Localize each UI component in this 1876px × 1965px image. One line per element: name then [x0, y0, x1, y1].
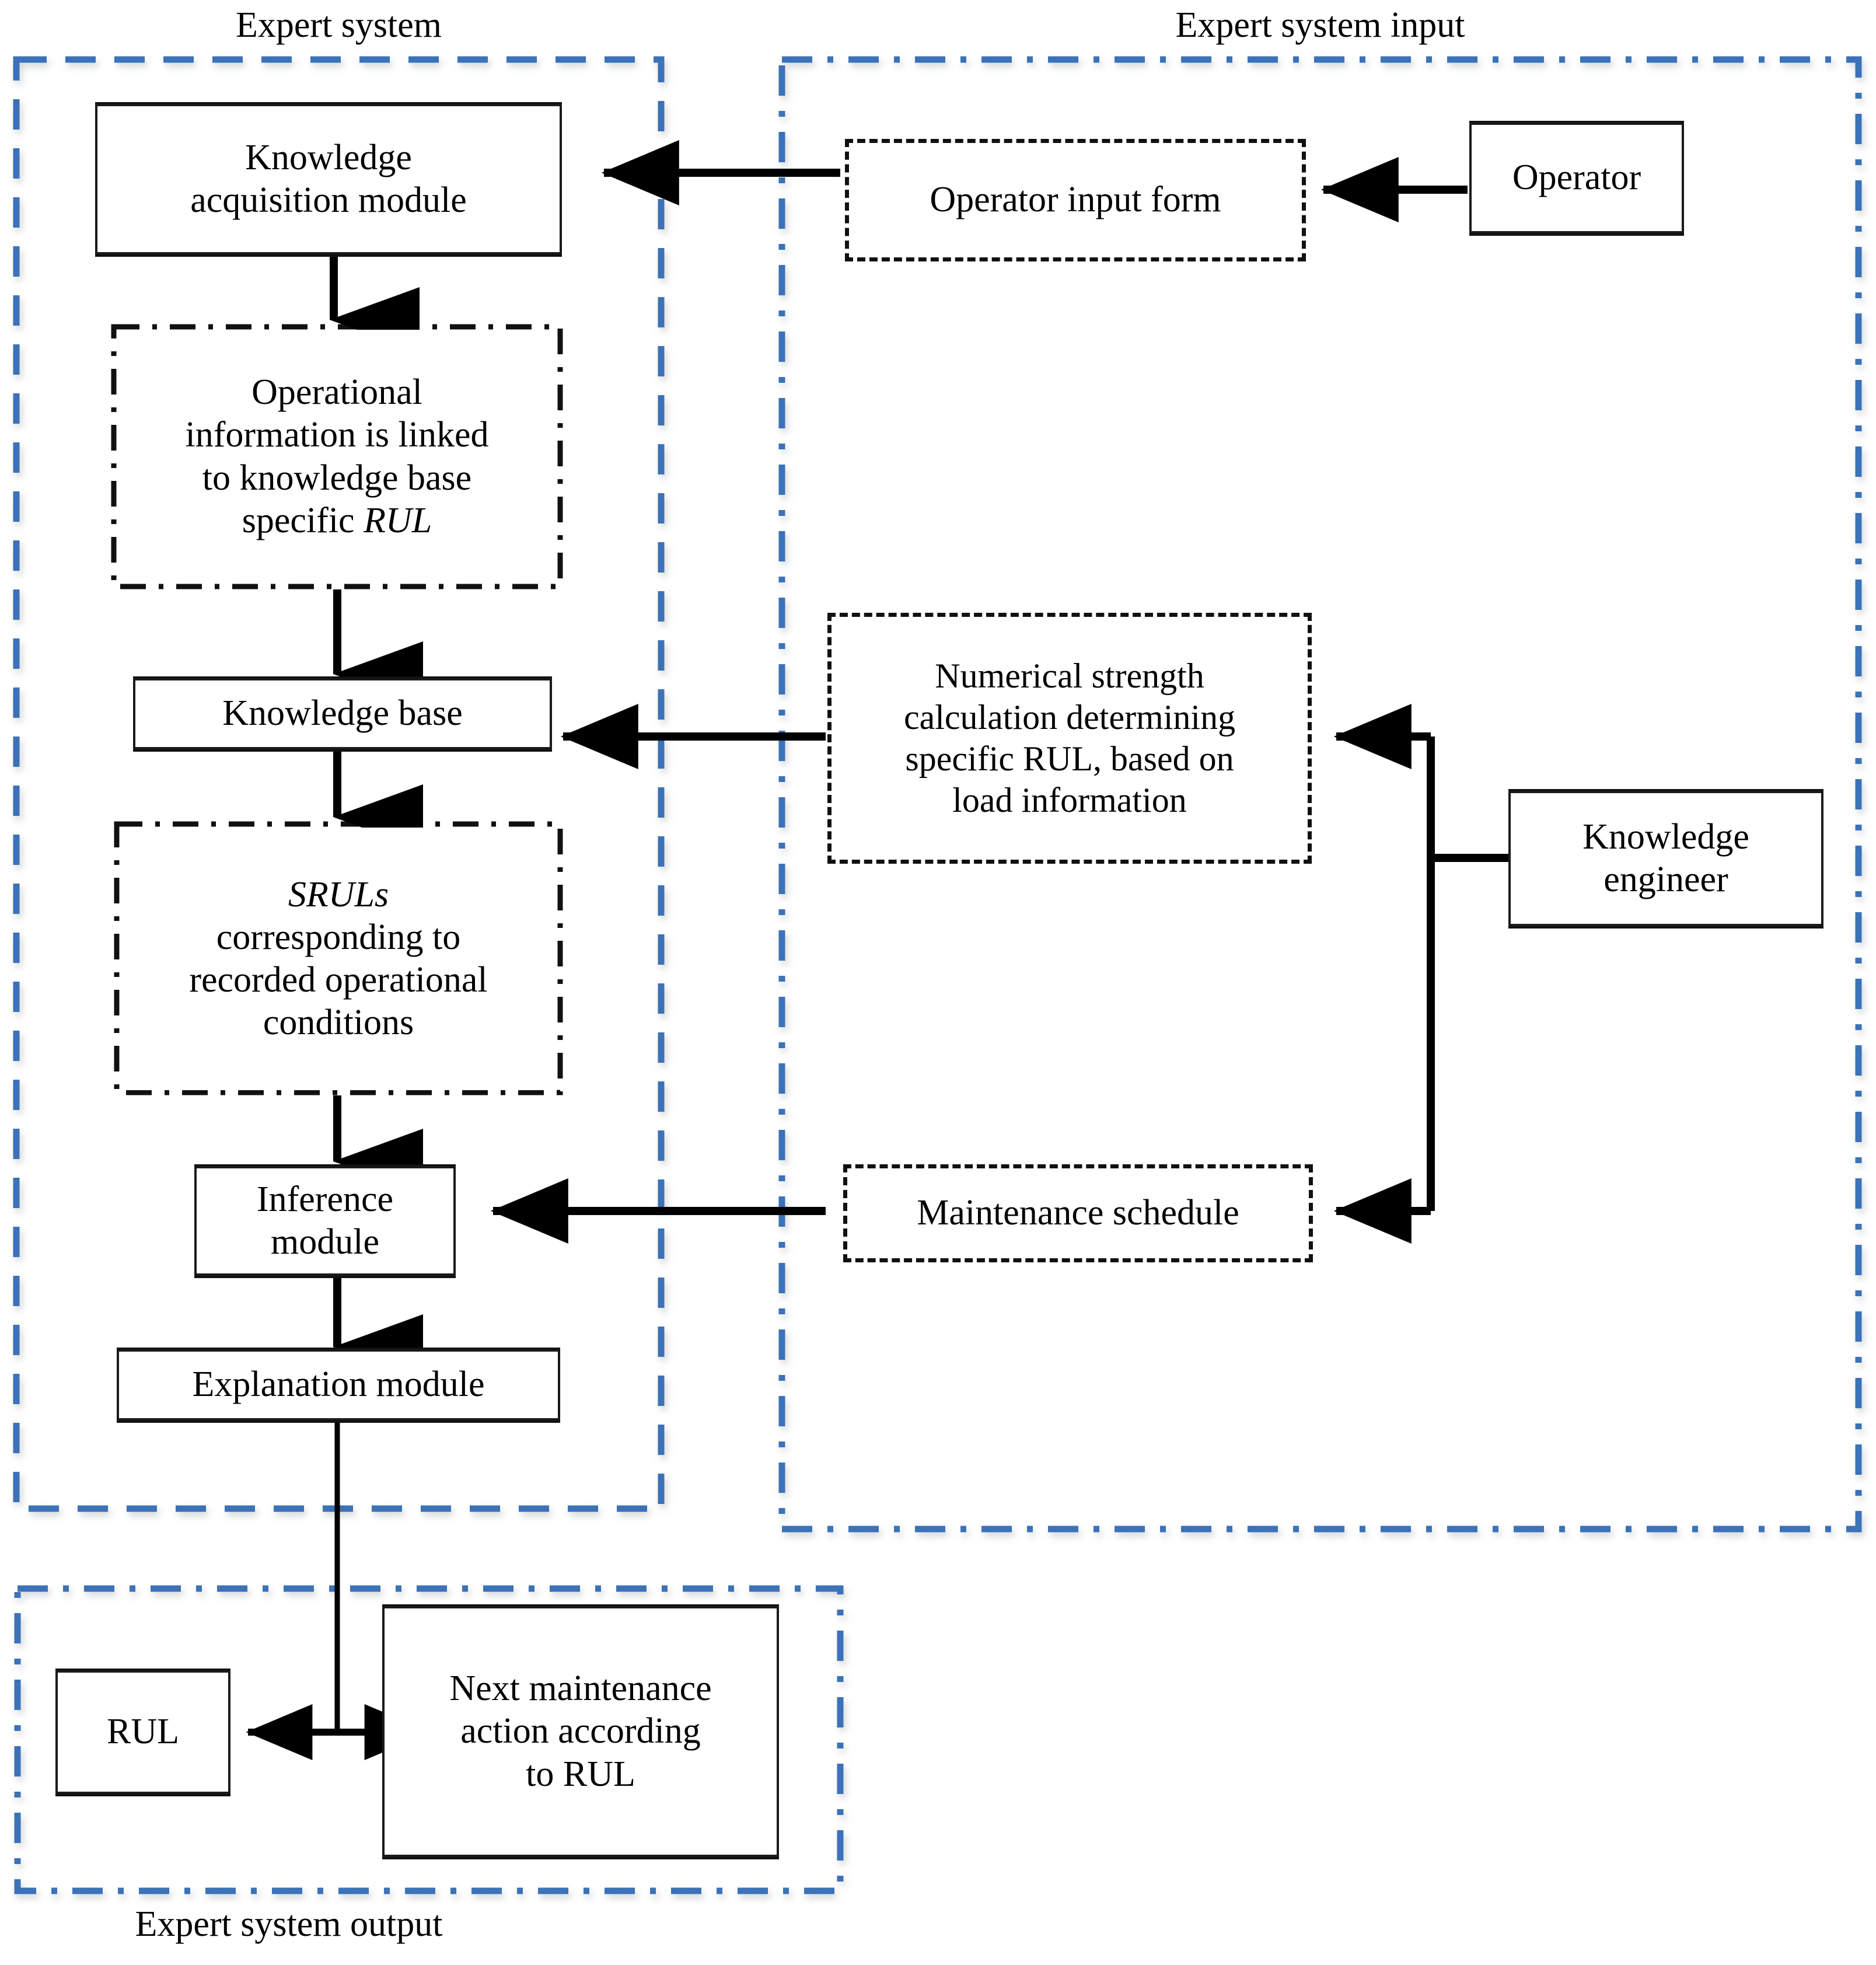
group-title-expert-system-output: Expert system output — [135, 1904, 443, 1944]
node-label-text: corresponding to recorded operational co… — [189, 917, 488, 1043]
node-label: Knowledge base — [222, 693, 463, 734]
group-title-expert-system: Expert system — [236, 5, 442, 45]
node-label: Knowledge engineer — [1582, 816, 1749, 899]
node-label: Knowledge acquisition module — [190, 137, 467, 220]
node-label: SRULs corresponding to recorded operatio… — [181, 874, 495, 1045]
group-title-expert-system-input: Expert system input — [1175, 5, 1465, 45]
node-label: RUL — [107, 1712, 179, 1752]
node-label: Numerical strength calculation determini… — [903, 657, 1236, 819]
node-label-text: Operational information is linked to kno… — [185, 372, 489, 540]
node-operator-input-form[interactable]: Operator input form — [845, 139, 1306, 261]
node-sruls[interactable]: SRULs corresponding to recorded operatio… — [120, 828, 557, 1090]
node-inference-module[interactable]: Inference module — [194, 1166, 456, 1276]
edge-knowledge-engineer-spine — [1427, 737, 1508, 1211]
node-label: Operator — [1512, 158, 1641, 198]
node-rul[interactable]: RUL — [55, 1670, 230, 1794]
node-operational-information[interactable]: Operational information is linked to kno… — [117, 330, 557, 584]
node-knowledge-engineer[interactable]: Knowledge engineer — [1508, 791, 1823, 926]
node-label-italic: RUL — [364, 500, 432, 540]
node-label: Explanation module — [192, 1364, 485, 1405]
node-knowledge-base[interactable]: Knowledge base — [133, 678, 552, 749]
node-label: Next maintenance action according to RUL — [449, 1669, 712, 1794]
node-maintenance-schedule[interactable]: Maintenance schedule — [843, 1164, 1313, 1262]
node-numerical-strength-calculation[interactable]: Numerical strength calculation determini… — [827, 613, 1312, 864]
node-label: Inference module — [256, 1179, 393, 1262]
node-next-maintenance-action[interactable]: Next maintenance action according to RUL — [382, 1606, 779, 1857]
node-label-italic: SRULs — [288, 874, 389, 915]
group-frame-expert-system — [13, 56, 665, 1512]
node-label: Maintenance schedule — [917, 1193, 1239, 1233]
node-knowledge-acquisition-module[interactable]: Knowledge acquisition module — [95, 104, 562, 254]
node-operator[interactable]: Operator — [1469, 123, 1684, 233]
node-explanation-module[interactable]: Explanation module — [117, 1349, 560, 1420]
node-label: Operational information is linked to kno… — [177, 371, 497, 542]
node-label: Operator input form — [930, 180, 1221, 220]
